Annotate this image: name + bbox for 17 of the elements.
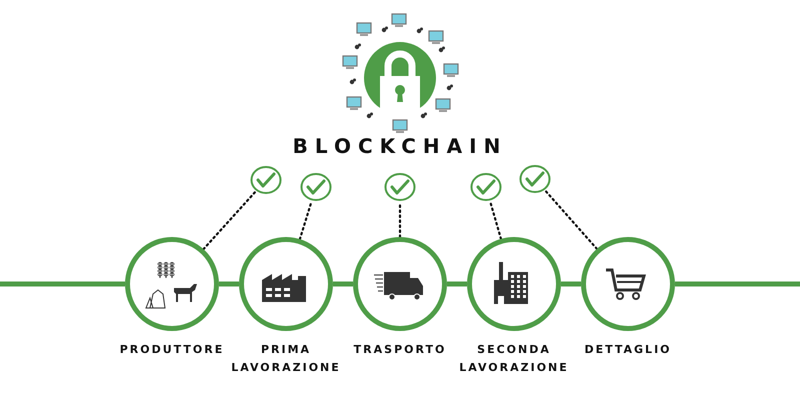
timeline-line bbox=[675, 282, 800, 286]
step-label: PRIMA LAVORAZIONE bbox=[230, 342, 342, 376]
title: BLOCKCHAIN bbox=[292, 134, 508, 158]
dotted-connector bbox=[298, 201, 312, 240]
dotted-connector bbox=[544, 190, 598, 250]
step-label: DETTAGLIO bbox=[583, 342, 673, 358]
step-label: SECONDA LAVORAZIONE bbox=[458, 342, 570, 376]
dotted-connector bbox=[489, 201, 502, 240]
dotted-connector bbox=[398, 202, 402, 238]
timeline-line bbox=[0, 282, 125, 286]
timeline-line bbox=[447, 282, 467, 286]
step-label: TRASPORTO bbox=[352, 342, 448, 358]
step-label: PRODUTTORE bbox=[118, 342, 226, 358]
dotted-connector bbox=[202, 190, 256, 250]
timeline-line bbox=[561, 282, 581, 286]
timeline-line bbox=[219, 282, 239, 286]
timeline-line bbox=[333, 282, 353, 286]
